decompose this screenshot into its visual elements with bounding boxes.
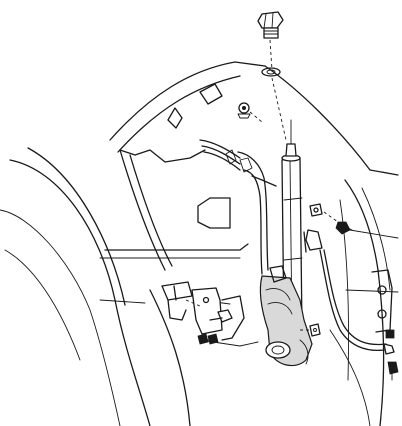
bolt-alignment-line xyxy=(249,111,263,123)
mounting-bracket xyxy=(161,281,245,341)
clamp-bolt xyxy=(335,221,353,235)
fender-grommet xyxy=(261,67,281,77)
lower-left-nut xyxy=(197,333,209,345)
panel-screw-right xyxy=(385,329,395,339)
ground-strap xyxy=(303,229,395,355)
panel-bolt xyxy=(237,102,251,119)
nut-alignment-line xyxy=(269,39,273,71)
fasteners xyxy=(197,203,399,381)
mast-alignment-line xyxy=(271,77,287,141)
wiring-harness xyxy=(199,139,277,275)
bracket-bolt xyxy=(209,309,233,323)
ground-screw xyxy=(387,361,399,381)
bracket-alignment-line xyxy=(185,299,201,307)
clamp-alignment-line xyxy=(323,211,339,223)
fender-panel xyxy=(0,61,399,426)
mounting-nut xyxy=(257,11,284,39)
motor-mount-nut xyxy=(309,323,321,337)
antenna-motor xyxy=(259,265,313,367)
mast-clamp-nut xyxy=(309,203,323,217)
